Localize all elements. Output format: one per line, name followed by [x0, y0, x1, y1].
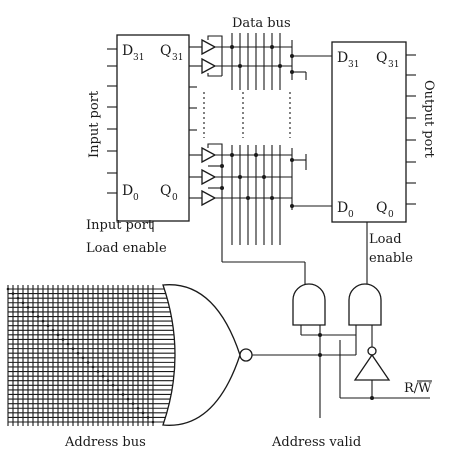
- svg-text:31: 31: [133, 53, 144, 63]
- address-bus-junction: [71, 347, 75, 350]
- address-bus-junction: [131, 402, 135, 405]
- rw-label: R/W: [404, 381, 432, 396]
- output-port-q0-label: Q 0: [376, 200, 394, 220]
- address-bus-junction: [76, 351, 80, 355]
- address-bus-junction: [111, 384, 115, 387]
- address-bus-junction: [56, 333, 60, 337]
- bus-continuation-dots: [203, 92, 291, 138]
- rw-junction: [370, 396, 374, 400]
- address-bus-junction: [141, 411, 145, 415]
- svg-text:Q: Q: [160, 43, 171, 59]
- output-port-right-pins: [406, 54, 416, 205]
- output-port-q31-label: Q 31: [376, 50, 399, 70]
- svg-text:31: 31: [172, 53, 183, 63]
- svg-text:Q: Q: [376, 50, 387, 66]
- address-bus-junction: [16, 296, 20, 300]
- address-bus-junction: [136, 406, 140, 410]
- address-bus-junction: [51, 328, 55, 332]
- address-bus-junction: [36, 315, 40, 318]
- address-bus-junction: [6, 287, 10, 291]
- output-load-label-2: enable: [369, 251, 413, 266]
- address-bus-junction: [91, 365, 95, 369]
- data-bus-label: Data bus: [232, 16, 291, 31]
- input-port-d0-label: D 0: [122, 183, 139, 203]
- address-bus-junction: [126, 397, 130, 401]
- address-bus-junction: [146, 416, 150, 419]
- output-port-label: Output port: [421, 80, 436, 159]
- svg-text:31: 31: [348, 60, 359, 70]
- svg-text:D: D: [122, 43, 133, 59]
- address-bus-junction: [116, 388, 120, 392]
- address-decoder-nand-gate: [162, 284, 241, 426]
- address-bus-junction: [101, 374, 105, 378]
- address-bus-junction: [86, 361, 90, 364]
- junction-dots: [220, 45, 294, 208]
- output-port-d0-label: D 0: [337, 200, 354, 220]
- svg-text:D: D: [337, 50, 348, 66]
- rw-inverter: [353, 353, 391, 381]
- address-bus-junction: [151, 420, 155, 424]
- svg-text:0: 0: [133, 193, 139, 203]
- rw-inverter-bubble: [367, 346, 377, 356]
- data-bus-lines: [231, 33, 281, 245]
- address-valid-label: Address valid: [271, 435, 361, 450]
- address-bus-dots: [6, 287, 155, 424]
- input-port-label: Input port: [87, 90, 102, 158]
- svg-text:31: 31: [388, 60, 399, 70]
- input-port-load-label-1: Input port: [86, 218, 154, 233]
- address-bus-junction: [61, 338, 65, 341]
- address-bus-lines: [7, 285, 187, 426]
- input-port-q0-label: Q 0: [160, 183, 178, 203]
- and-gate-input-wires: [300, 325, 373, 400]
- address-bus-junction: [106, 379, 110, 383]
- address-bus-junction: [31, 310, 35, 314]
- address-bus-junction: [96, 370, 100, 373]
- input-port-register: [116, 34, 190, 222]
- svg-text:Q: Q: [160, 183, 171, 199]
- svg-text:Q: Q: [376, 200, 387, 216]
- address-bus-junction: [46, 324, 50, 327]
- output-enable-and-gate: [348, 283, 382, 326]
- decoder-output-bubble: [239, 348, 253, 362]
- address-bus-junction: [11, 292, 15, 295]
- address-bus-junction: [41, 319, 45, 323]
- tristate-buffers: [201, 35, 306, 292]
- input-port-load-label-2: Load enable: [86, 241, 167, 256]
- input-port-outputs: [189, 46, 202, 199]
- svg-text:0: 0: [172, 193, 178, 203]
- output-load-label-1: Load: [369, 232, 402, 247]
- address-bus-junction: [66, 342, 70, 346]
- address-bus-junction: [21, 301, 25, 305]
- input-enable-and-gate: [292, 283, 326, 326]
- input-port-d31-label: D 31: [122, 43, 144, 63]
- address-bus-junction: [121, 393, 125, 396]
- output-register-inputs: [291, 40, 332, 210]
- output-port-d31-label: D 31: [337, 50, 359, 70]
- address-bus-junction: [81, 356, 85, 360]
- and-gate-junctions: [318, 333, 322, 357]
- buffer-output-wires: [215, 46, 292, 199]
- address-bus-junction: [26, 306, 30, 309]
- svg-text:0: 0: [388, 210, 394, 220]
- input-port-left-pins: [107, 48, 117, 194]
- output-port-register: [331, 41, 407, 223]
- input-port-q31-label: Q 31: [160, 43, 183, 63]
- svg-text:D: D: [122, 183, 133, 199]
- svg-text:0: 0: [348, 210, 354, 220]
- svg-text:D: D: [337, 200, 348, 216]
- address-bus-label: Address bus: [64, 435, 146, 450]
